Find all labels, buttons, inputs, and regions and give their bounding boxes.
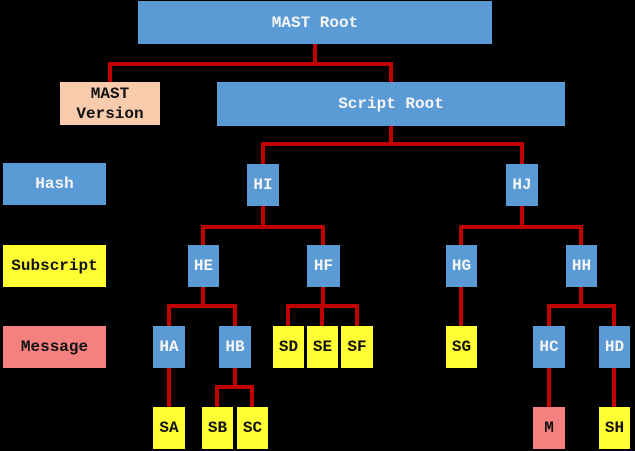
connector-scriptroot-to-hj <box>520 142 524 164</box>
node-hi: HI <box>247 164 279 206</box>
node-label: SG <box>451 338 472 356</box>
legend-label: Message <box>20 338 89 356</box>
node-sc: SC <box>237 407 268 449</box>
connector-hj-to-hh <box>579 225 583 245</box>
connector-hj-hbar <box>459 225 583 229</box>
connector-root-to-scriptroot <box>389 62 393 82</box>
connector-ha-to-sa <box>167 368 171 407</box>
connector-hf-to-sf <box>355 304 359 326</box>
connector-hi-hbar <box>201 225 325 229</box>
legend-hash: Hash <box>3 163 106 205</box>
node-he: HE <box>188 245 219 287</box>
node-label: HG <box>451 257 472 275</box>
node-hj: HJ <box>506 164 538 206</box>
connector-hb-to-sb <box>215 385 219 407</box>
node-hg: HG <box>446 245 477 287</box>
connector-hb-stem <box>233 368 237 389</box>
node-label: SB <box>207 419 228 437</box>
node-sb: SB <box>202 407 233 449</box>
connector-hi-stem <box>261 206 265 229</box>
legend-label: Subscript <box>11 257 98 275</box>
node-label: MAST Root <box>271 13 359 32</box>
connector-hb-to-sc <box>250 385 254 407</box>
connector-hf-to-se <box>320 304 324 326</box>
connector-hj-stem <box>520 206 524 229</box>
connector-hf-stem <box>321 287 325 308</box>
legend-subscript: Subscript <box>3 245 106 287</box>
node-label: SF <box>347 338 367 356</box>
connector-he-to-hb <box>233 304 237 326</box>
node-m: M <box>533 407 565 449</box>
legend-message: Message <box>3 326 106 368</box>
node-label: HB <box>225 338 245 356</box>
node-label: HI <box>253 176 273 194</box>
connector-hh-stem <box>579 287 583 308</box>
node-script-root: Script Root <box>217 82 565 126</box>
node-ha: HA <box>153 326 185 368</box>
node-mast-root: MAST Root <box>138 1 492 44</box>
node-hd: HD <box>599 326 630 368</box>
node-label: HD <box>604 338 625 356</box>
node-label: HJ <box>512 176 532 194</box>
node-label: HF <box>313 257 334 275</box>
connector-hi-to-hf <box>321 225 325 245</box>
node-sh: SH <box>599 407 630 449</box>
connector-he-to-ha <box>167 304 171 326</box>
connector-hi-to-he <box>201 225 205 245</box>
connector-root-to-version <box>108 62 112 82</box>
connector-hc-to-m <box>547 368 551 407</box>
node-sd: SD <box>273 326 304 368</box>
node-hf: HF <box>307 245 340 287</box>
node-hh: HH <box>566 245 597 287</box>
node-label: SE <box>312 338 333 356</box>
connector-he-stem <box>201 287 205 308</box>
node-label: HH <box>571 257 592 275</box>
node-label: SC <box>242 419 263 437</box>
connector-hh-to-hd <box>612 304 616 326</box>
node-sa: SA <box>153 407 185 449</box>
connector-he-hbar <box>167 304 237 308</box>
node-label: Script Root <box>338 95 444 113</box>
connector-hh-hbar <box>547 304 616 308</box>
connector-root-stem <box>313 44 317 66</box>
node-label: HC <box>539 338 559 356</box>
node-sf: SF <box>341 326 373 368</box>
connector-hb-hbar <box>215 385 254 389</box>
connector-root-hbar <box>108 62 393 66</box>
node-sg: SG <box>446 326 477 368</box>
node-label: SD <box>278 338 299 356</box>
node-label: HE <box>193 257 214 275</box>
connector-hh-to-hc <box>547 304 551 326</box>
node-se: SE <box>307 326 338 368</box>
legend-label: Hash <box>35 175 74 193</box>
connector-hj-to-hg <box>459 225 463 245</box>
connector-scriptroot-to-hi <box>261 142 265 164</box>
node-label: SA <box>159 419 179 437</box>
node-label: SH <box>604 419 625 437</box>
connector-scriptroot-stem <box>389 126 393 146</box>
connector-hd-to-sh <box>612 368 616 407</box>
connector-hg-to-sg <box>459 287 463 326</box>
node-mast-version: MAST Version <box>60 82 160 125</box>
node-label: M <box>544 419 554 437</box>
connector-scriptroot-hbar <box>261 142 524 146</box>
node-label: HA <box>159 338 179 356</box>
node-hc: HC <box>533 326 565 368</box>
node-hb: HB <box>219 326 251 368</box>
node-label: MAST Version <box>76 84 144 123</box>
connector-hf-to-sd <box>286 304 290 326</box>
